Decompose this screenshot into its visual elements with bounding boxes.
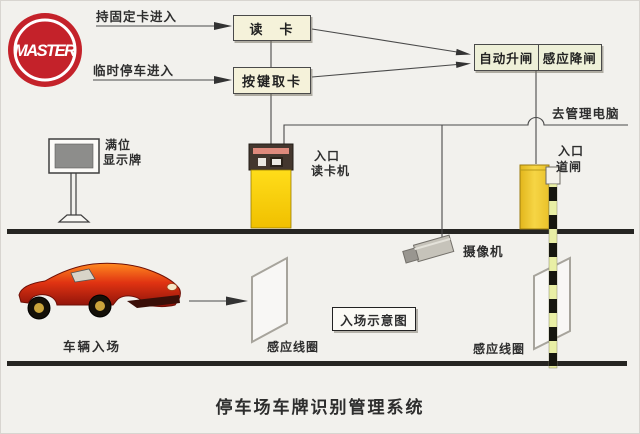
connector-lines [93,25,628,302]
label-vehicle-entry: 车辆入场 [63,340,122,354]
label-full-sign-line1: 满位 [105,138,132,152]
arrow-right-icon [455,48,471,56]
barrier-cabinet-graphic [519,164,550,230]
arrow-right-icon [214,22,232,30]
master-logo-text: MASTER [14,42,76,60]
press-key-box: 按键取卡 [233,67,311,94]
auto-raise-cell: 自动升闸 [479,52,534,66]
diagram-title: 停车场车牌识别管理系统 [215,398,425,417]
induction-loop-left-graphic [251,256,288,344]
arrow-right-icon [455,61,471,68]
label-loop-right: 感应线圈 [473,342,526,356]
car-graphic [18,262,181,320]
label-entry-reader-line2: 读卡机 [311,164,351,178]
arrow-right-icon [226,296,248,306]
label-to-computer: 去管理电脑 [552,107,620,121]
barrier-arm-graphic [545,166,561,369]
label-full-sign-line2: 显示牌 [103,153,143,167]
label-entry-reader-line1: 入口 [314,149,341,163]
card-reader-graphic [248,143,294,229]
label-entry-barrier-line2: 道闸 [556,160,583,174]
master-logo: MASTER [8,13,82,87]
camera-icon [402,234,455,264]
label-temp-park-entry: 临时停车进入 [93,64,175,78]
gate-action-box: 自动升闸 感应降闸 [474,44,602,71]
label-entry-barrier-line1: 入口 [558,144,585,158]
sense-lower-cell: 感应降闸 [537,45,602,70]
label-loop-left: 感应线圈 [267,340,320,354]
scene-tag-box: 入场示意图 [332,307,416,331]
display-sign-graphic [48,138,100,223]
arrow-right-icon [214,76,232,84]
arrowheads [214,22,471,306]
read-card-box: 读 卡 [233,15,311,41]
label-fixed-card-entry: 持固定卡进入 [96,10,178,24]
label-camera: 摄像机 [463,245,504,259]
